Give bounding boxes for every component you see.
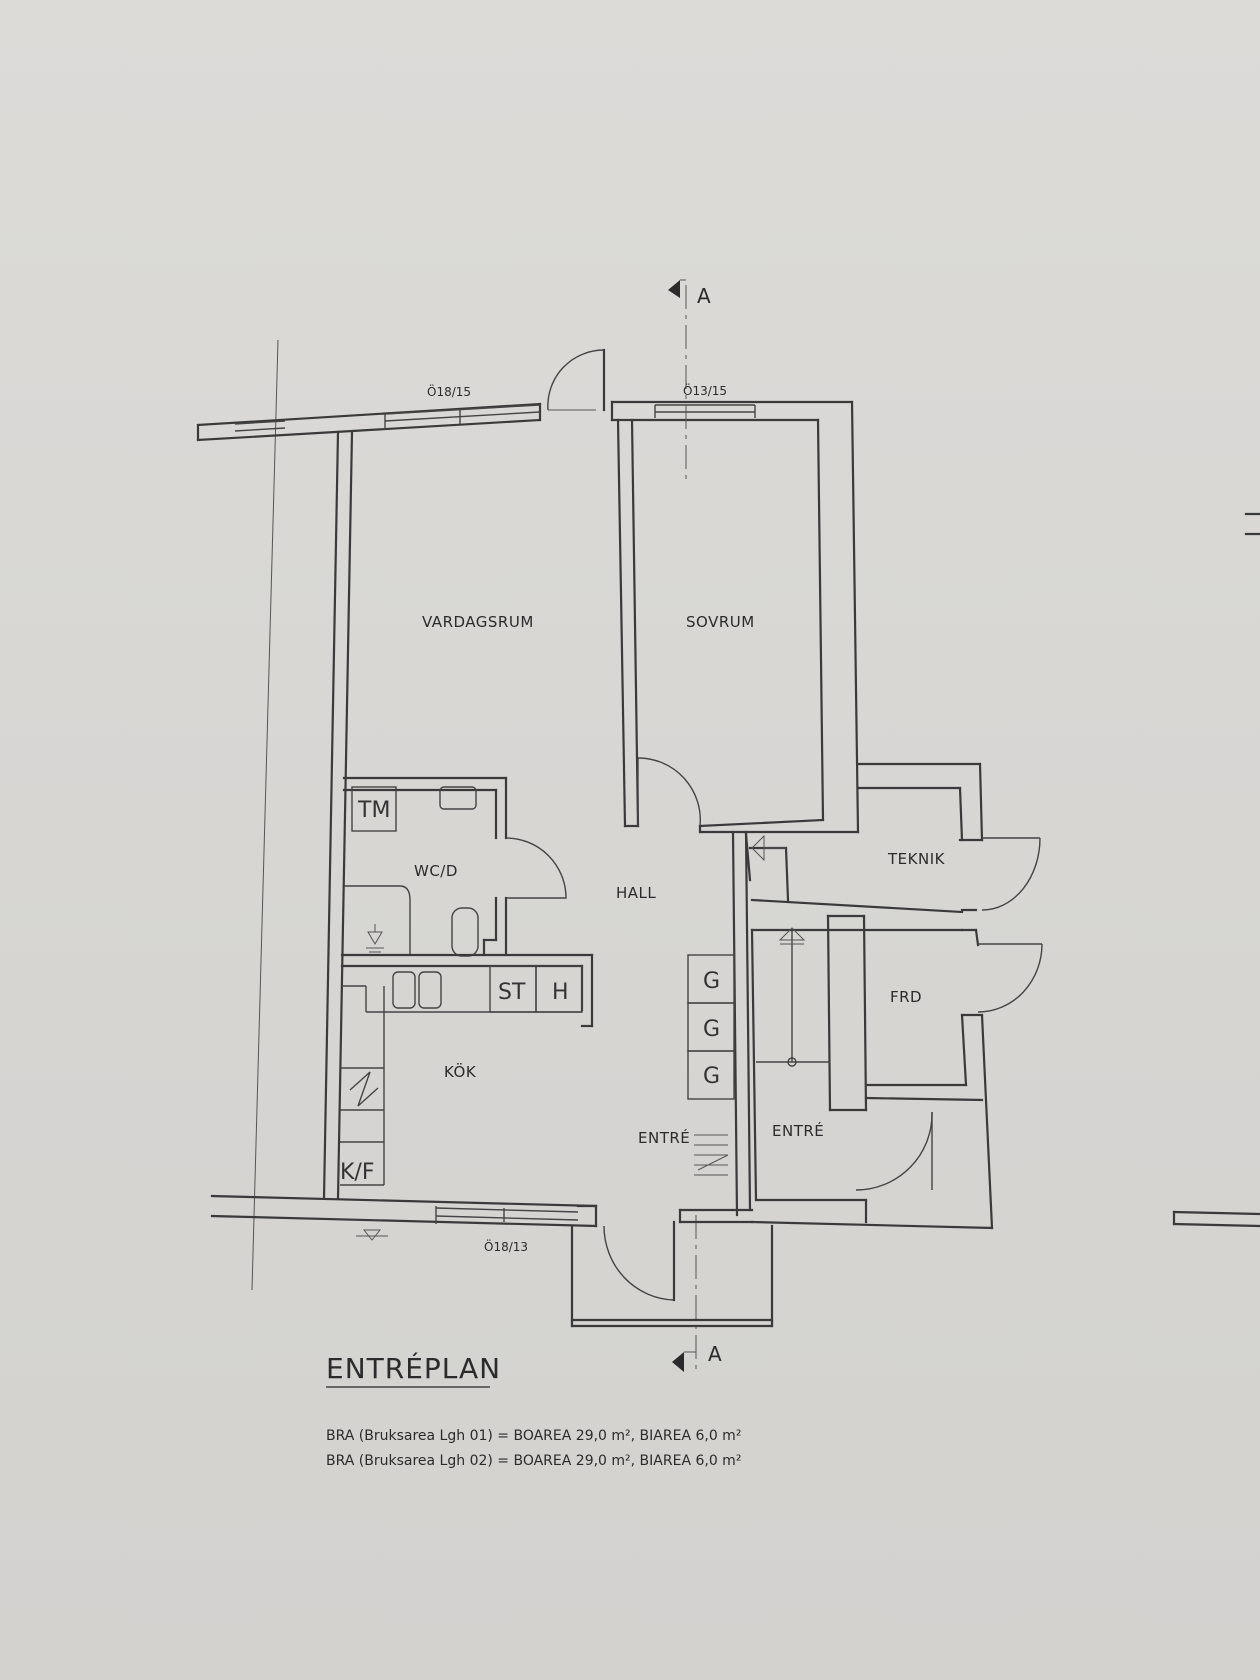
top-exterior-wall-left xyxy=(196,402,542,442)
door-sovrum xyxy=(637,757,701,827)
entrance-porch xyxy=(570,512,1260,1328)
door-teknik xyxy=(981,837,1041,911)
top-exterior-wall-right xyxy=(610,400,854,422)
tm-label: TM xyxy=(357,798,390,823)
room-wc: WC/D xyxy=(414,862,458,880)
room-frd: FRD xyxy=(890,988,922,1006)
sovrum-walls xyxy=(616,400,860,834)
area-note-1: BRA (Bruksarea Lgh 01) = BOAREA 29,0 m²,… xyxy=(326,1428,741,1444)
door-frd xyxy=(977,943,1043,1013)
section-marker-top: A xyxy=(697,284,711,308)
window-label-top-left: Ö18/15 xyxy=(427,383,471,399)
door-annex-entre xyxy=(855,1111,933,1191)
h-label: H xyxy=(552,980,569,1005)
room-hall: HALL xyxy=(616,884,656,902)
kf-label: K/F xyxy=(340,1160,375,1185)
room-kok: KÖK xyxy=(444,1062,477,1081)
kitchen-walls xyxy=(340,953,594,1186)
annex-walls xyxy=(744,762,994,1230)
window-label-bottom: Ö18/13 xyxy=(484,1238,528,1254)
bottom-exterior-wall xyxy=(210,1194,754,1241)
wc-walls xyxy=(342,776,567,957)
door-top xyxy=(547,348,606,412)
g-label-3: G xyxy=(703,1064,720,1089)
section-line-a xyxy=(668,279,697,1375)
g-label-2: G xyxy=(703,1017,720,1042)
window-top-left xyxy=(234,404,541,432)
window-label-top-right: Ö13/15 xyxy=(683,382,727,398)
area-note-2: BRA (Bruksarea Lgh 02) = BOAREA 29,0 m²,… xyxy=(326,1453,741,1469)
room-vardagsrum: VARDAGSRUM xyxy=(422,613,534,631)
room-sovrum: SOVRUM xyxy=(686,613,755,631)
room-teknik: TEKNIK xyxy=(887,850,946,868)
left-wall xyxy=(322,430,354,1200)
hall-right-wall xyxy=(687,830,752,1217)
st-label: ST xyxy=(498,980,526,1005)
room-entre-left: ENTRÉ xyxy=(638,1128,690,1147)
room-entre-right: ENTRÉ xyxy=(772,1121,824,1140)
section-marker-bottom: A xyxy=(708,1342,722,1366)
g-label-1: G xyxy=(703,969,720,994)
plan-title: ENTRÉPLAN xyxy=(326,1351,501,1385)
site-line xyxy=(251,339,279,1291)
